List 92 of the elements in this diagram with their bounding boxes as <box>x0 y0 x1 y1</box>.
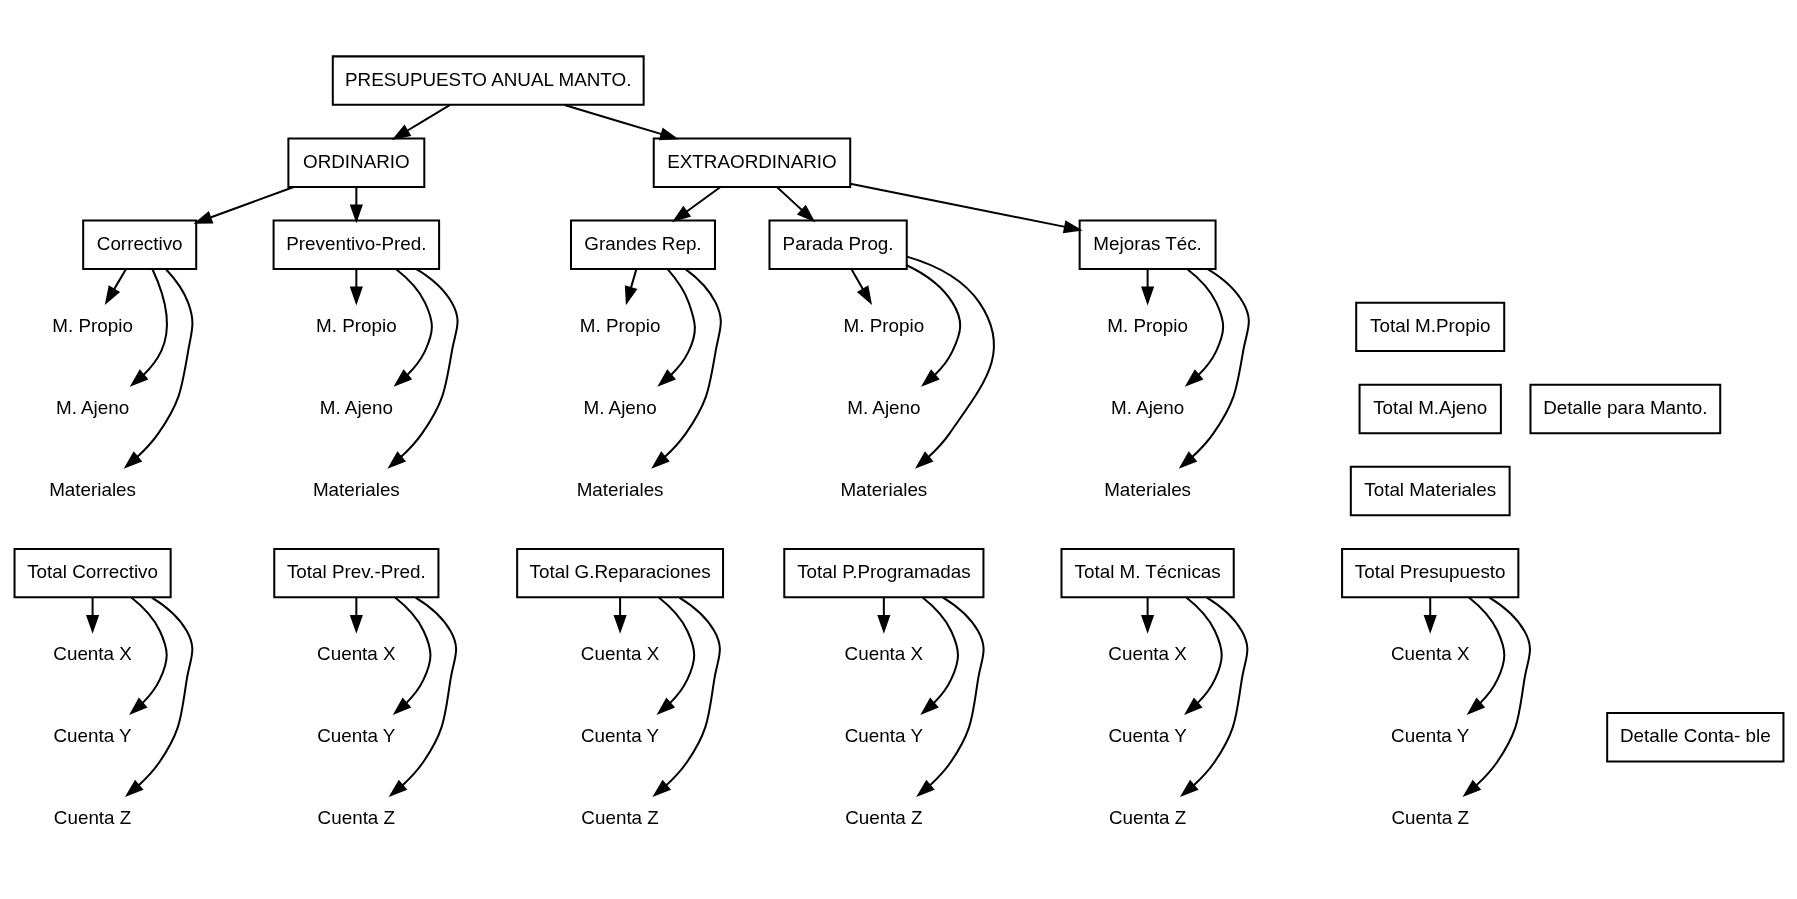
arrow <box>849 182 1083 233</box>
node-text: Cuenta X <box>580 642 659 664</box>
arrow <box>192 185 294 224</box>
node-text: Cuenta Y <box>844 724 923 746</box>
node-box: Total Prev.-Pred. <box>272 547 439 598</box>
node-text: Cuenta Z <box>1108 806 1186 828</box>
node-text: Materiales <box>1103 478 1191 500</box>
arrow <box>124 596 193 797</box>
node-text: Cuenta Y <box>580 724 659 746</box>
arrow <box>104 268 127 305</box>
arrow <box>349 596 363 634</box>
node-text: Cuenta Z <box>844 806 923 828</box>
node-text: Cuenta X <box>316 642 396 664</box>
node-text: Cuenta Z <box>1390 806 1469 828</box>
node-text: Cuenta X <box>52 642 132 664</box>
node-box: Detalle para Manto. <box>1528 383 1721 434</box>
arrow <box>1462 596 1531 797</box>
node-text: Cuenta Z <box>580 806 659 828</box>
node-box: Total Materiales <box>1349 465 1511 516</box>
arrow <box>613 596 627 634</box>
arrow <box>1140 596 1154 634</box>
node-box: Total M. Técnicas <box>1060 547 1235 598</box>
node-box: Parada Prog. <box>767 219 908 270</box>
arrow <box>671 185 721 222</box>
node-box: Total Presupuesto <box>1340 547 1519 598</box>
arrow <box>1466 596 1505 715</box>
arrow <box>915 596 985 797</box>
arrow <box>906 255 995 469</box>
node-box: Correctivo <box>81 219 197 270</box>
node-box: EXTRAORDINARIO <box>652 136 851 188</box>
arrow <box>128 596 168 715</box>
arrow <box>650 267 722 469</box>
arrow <box>386 267 458 469</box>
arrow <box>123 268 193 469</box>
node-box: PRESUPUESTO ANUAL MANTO. <box>331 54 645 106</box>
node-text: Materiales <box>839 478 927 500</box>
arrow <box>392 596 431 715</box>
node-text: Materiales <box>312 478 400 500</box>
node-text: Materiales <box>48 478 136 500</box>
node-text: Materiales <box>576 478 664 500</box>
node-box: Total M.Ajeno <box>1358 383 1502 434</box>
arrow <box>563 103 679 140</box>
node-text: M. Ajeno <box>1110 396 1184 418</box>
arrow <box>1183 596 1223 715</box>
node-text: Cuenta X <box>1390 642 1469 664</box>
arrow <box>1178 267 1250 469</box>
node-text: Cuenta Z <box>53 806 131 828</box>
arrow <box>656 596 695 715</box>
arrow <box>129 268 168 387</box>
arrow <box>1179 596 1248 797</box>
arrow <box>1140 268 1154 305</box>
node-text: Cuenta X <box>1107 642 1187 664</box>
node-text: M. Ajeno <box>846 396 920 418</box>
arrow <box>349 268 363 305</box>
node-box: Mejoras Téc. <box>1078 219 1217 270</box>
node-text: M. Propio <box>579 314 660 336</box>
arrow <box>905 263 961 387</box>
arrow <box>388 596 457 797</box>
arrow <box>849 268 872 305</box>
node-box: Total Correctivo <box>13 547 172 598</box>
arrow <box>775 185 815 222</box>
node-box: Total M.Propio <box>1354 301 1505 352</box>
arrow <box>656 268 696 387</box>
node-text: Cuenta Y <box>53 724 132 746</box>
node-text: M. Propio <box>843 314 924 336</box>
node-text: Cuenta Y <box>316 724 395 746</box>
arrow <box>85 596 99 634</box>
arrow <box>349 186 363 223</box>
node-box: Detalle Conta- ble <box>1605 711 1784 763</box>
node-text: M. Propio <box>315 314 397 336</box>
arrow <box>651 596 721 797</box>
node-text: Cuenta Z <box>317 806 395 828</box>
node-box: Total G.Reparaciones <box>515 547 724 598</box>
node-box: Total P.Programadas <box>782 547 984 598</box>
node-text: M. Ajeno <box>582 396 657 418</box>
arrow <box>393 267 433 387</box>
node-text: M. Propio <box>1106 314 1188 336</box>
node-text: M. Propio <box>51 314 133 336</box>
arrow <box>919 596 959 715</box>
arrow <box>876 596 890 634</box>
arrow <box>1184 267 1224 387</box>
node-text: M. Ajeno <box>55 396 129 418</box>
node-box: Preventivo-Pred. <box>272 219 440 270</box>
node-text: Cuenta X <box>844 642 923 664</box>
node-box: ORDINARIO <box>286 136 425 188</box>
arrow <box>391 103 451 140</box>
arrow <box>624 268 637 305</box>
arrow <box>1423 596 1437 634</box>
node-box: Grandes Rep. <box>569 219 716 270</box>
node-text: Cuenta Y <box>1108 724 1187 746</box>
node-text: M. Ajeno <box>319 396 393 418</box>
node-text: Cuenta Y <box>1390 724 1469 746</box>
